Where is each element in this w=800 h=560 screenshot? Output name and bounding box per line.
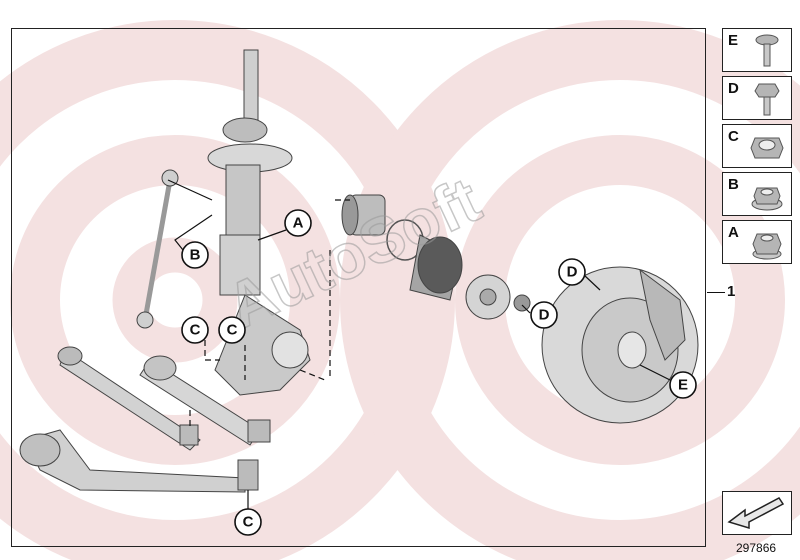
leader-lines <box>167 179 671 510</box>
callout-a-label: A <box>293 215 304 232</box>
assembly-leader <box>707 292 725 293</box>
legend-letter-a: A <box>728 224 739 241</box>
reference-number: 297866 <box>736 541 777 555</box>
callout-b[interactable]: B <box>181 241 209 269</box>
callout-d-1-label: D <box>567 264 578 281</box>
hardware-legend: E D C B A <box>722 28 792 268</box>
hex-bolt-icon <box>754 83 780 116</box>
callout-c-3-label: C <box>243 514 254 531</box>
control-arms <box>19 346 271 493</box>
hex-nut-icon <box>752 233 782 260</box>
callout-b-label: B <box>190 247 201 264</box>
legend-item-a[interactable]: A <box>722 220 792 264</box>
legend-letter-c: C <box>728 128 739 145</box>
brake-disc <box>541 266 699 424</box>
legend-item-b[interactable]: B <box>722 172 792 216</box>
callout-e[interactable]: E <box>669 371 697 399</box>
callout-c-2-label: C <box>227 322 238 339</box>
flange-nut-icon <box>751 187 783 211</box>
strut-assembly <box>207 49 311 396</box>
legend-letter-d: D <box>728 80 739 97</box>
legend-item-d[interactable]: D <box>722 76 792 120</box>
back-navigation-button[interactable] <box>722 491 792 535</box>
flat-head-bolt-icon <box>755 34 779 67</box>
callout-c-3[interactable]: C <box>234 508 262 536</box>
callout-c-1-label: C <box>190 322 201 339</box>
stabilizer-link <box>136 169 179 329</box>
callout-c-2[interactable]: C <box>218 316 246 344</box>
legend-item-e[interactable]: E <box>722 28 792 72</box>
callout-e-label: E <box>678 377 688 394</box>
legend-letter-b: B <box>728 176 739 193</box>
legend-letter-e: E <box>728 32 739 49</box>
wheel-bearing-parts <box>341 194 531 320</box>
callout-d-2[interactable]: D <box>530 301 558 329</box>
arrow-back-icon <box>727 497 785 530</box>
diagram-frame <box>11 28 706 547</box>
callout-c-1[interactable]: C <box>181 316 209 344</box>
callout-d-1[interactable]: D <box>558 258 586 286</box>
assembly-index-label: 1 <box>727 283 736 300</box>
legend-item-c[interactable]: C <box>722 124 792 168</box>
collar-nut-icon <box>750 137 784 159</box>
callout-a[interactable]: A <box>284 209 312 237</box>
callout-d-2-label: D <box>539 307 550 324</box>
